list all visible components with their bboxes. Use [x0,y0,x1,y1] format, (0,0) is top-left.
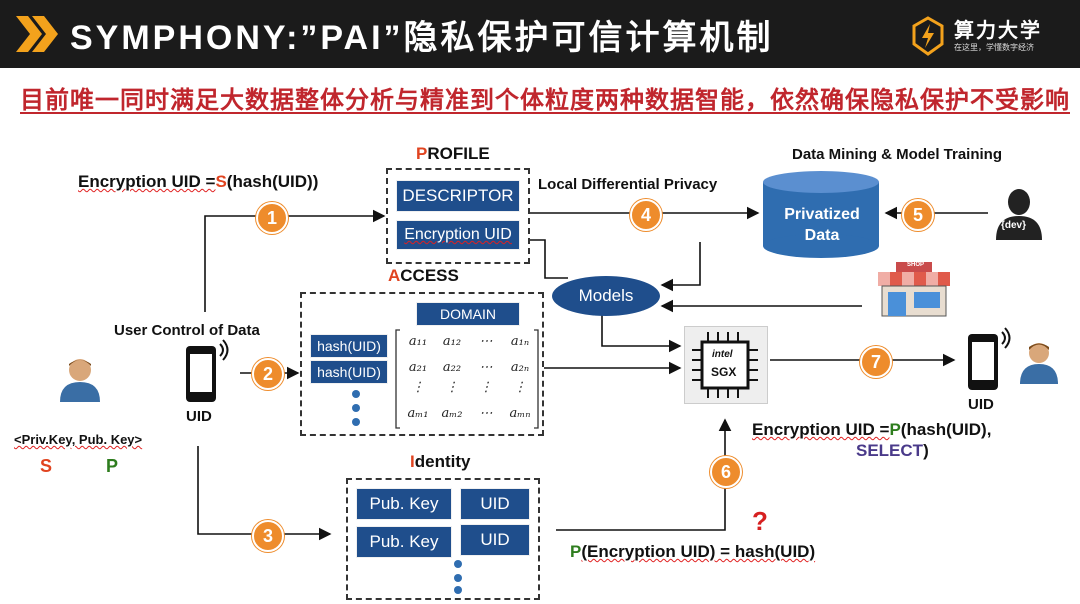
ellipsis-dot [454,560,462,568]
brand-logo: 算力大学 在这里，学懂数字经济 [910,14,1060,58]
matrix-cell: ⋯ [479,406,493,421]
p-decrypt-formula: P(Encryption UID) = hash(UID) [570,542,816,561]
ellipsis-dot [352,404,360,412]
intel-label: intel [712,349,733,360]
user-avatar-icon [60,359,100,402]
private-key-s: S [40,456,53,476]
data-matrix: a₁₁ a₁₂ ⋯ a₁ₙ a₂₁ a₂₂ ⋯ a₂ₙ ⋮ ⋮ ⋮ ⋮ aₘ₁ … [398,332,538,428]
matrix-cell: aₘ₂ [441,406,463,421]
domain-box: DOMAIN [416,302,520,326]
step-3-badge: 3 [252,520,284,552]
step-5-badge: 5 [902,199,934,231]
user-avatar-right-icon [1020,343,1058,384]
matrix-brackets [395,329,539,429]
matrix-cell: ⋯ [479,360,493,375]
matrix-cell: a₁₂ [442,334,462,349]
public-key-p: P [106,456,119,476]
brand-slogan: 在这里，学懂数字经济 [954,43,1034,52]
uid-label-right: UID [968,396,994,413]
chevron-logo-icon [16,16,58,52]
brand-name: 算力大学 [954,20,1042,42]
ldp-label: Local Differential Privacy [538,176,718,193]
matrix-cell: a₁₁ [408,334,428,349]
matrix-cell: ⋯ [479,334,493,349]
hash-uid-box-1: hash(UID) [310,334,388,358]
ellipsis-dot [454,574,462,582]
step-4-badge: 4 [630,199,662,231]
database-cylinder-icon [763,171,879,258]
ellipsis-dot [352,418,360,426]
encryption-s-formula: Encryption UID =S(hash(UID)) [78,172,319,191]
step-1-badge: 1 [256,202,288,234]
profile-box: DESCRIPTOR Encryption UID [386,168,530,264]
key-pair-label: <Priv.Key, Pub. Key> [14,432,143,447]
hash-uid-box-2: hash(UID) [310,360,388,384]
pub-key-box-1: Pub. Key [356,488,452,520]
matrix-cell: aₘ₁ [407,406,429,421]
pub-key-box-2: Pub. Key [356,526,452,558]
ellipsis-dot [352,390,360,398]
mining-label: Data Mining & Model Training [792,146,1002,163]
matrix-cell: ⋮ [411,380,425,395]
step-2-badge: 2 [252,358,284,390]
ellipsis-dot [454,586,462,594]
header-bar: SYMPHONY:”PAI”隐私保护可信计算机制 算力大学 在这里，学懂数字经济 [0,0,1080,68]
access-heading: ACCESS [388,266,459,285]
uid-label-left: UID [186,408,212,425]
shop-icon [878,262,950,317]
matrix-cell: a₂ₙ [510,360,530,375]
access-box: DOMAIN hash(UID) hash(UID) a₁₁ a₁₂ ⋯ a₁ₙ… [300,292,544,436]
models-node [552,276,660,316]
select-formula-part: SELECT) [856,441,929,460]
encryption-p-formula: Encryption UID =P(hash(UID), [752,420,992,439]
matrix-cell: a₁ₙ [510,334,530,349]
sgx-label: SGX [711,365,737,379]
shop-sign: SHOP [907,262,925,268]
identity-heading: Identity [410,452,471,471]
matrix-cell: ⋮ [513,380,527,395]
profile-heading: PROFILE [416,144,490,163]
developer-avatar-icon [996,189,1042,240]
lightning-icon [912,16,944,56]
smartphone-right-icon [968,327,1011,390]
encryption-uid-box: Encryption UID [396,220,520,250]
privatized-data-label: Privatized Data [784,206,860,244]
step-7-badge: 7 [860,346,892,378]
models-label: Models [578,286,634,305]
matrix-cell: a₂₂ [442,360,462,375]
matrix-cell: ⋮ [479,380,493,395]
step-6-badge: 6 [710,456,742,488]
subtitle-banner: 目前唯一同时满足大数据整体分析与精准到个体粒度两种数据智能，依然确保隐私保护不受… [20,87,1070,114]
matrix-cell: aₘₙ [509,406,531,421]
matrix-cell: a₂₁ [408,360,428,375]
smartphone-icon [186,339,229,402]
uid-box-2: UID [460,524,530,556]
user-control-label: User Control of Data [114,322,260,339]
matrix-cell: ⋮ [445,380,459,395]
question-mark: ? [752,506,768,536]
page-title: SYMPHONY:”PAI”隐私保护可信计算机制 [70,19,774,57]
dev-label: {dev} [1001,220,1027,231]
cpu-chip-icon [692,332,758,398]
descriptor-box: DESCRIPTOR [396,180,520,212]
uid-box-1: UID [460,488,530,520]
identity-box: Pub. Key UID Pub. Key UID [346,478,540,600]
